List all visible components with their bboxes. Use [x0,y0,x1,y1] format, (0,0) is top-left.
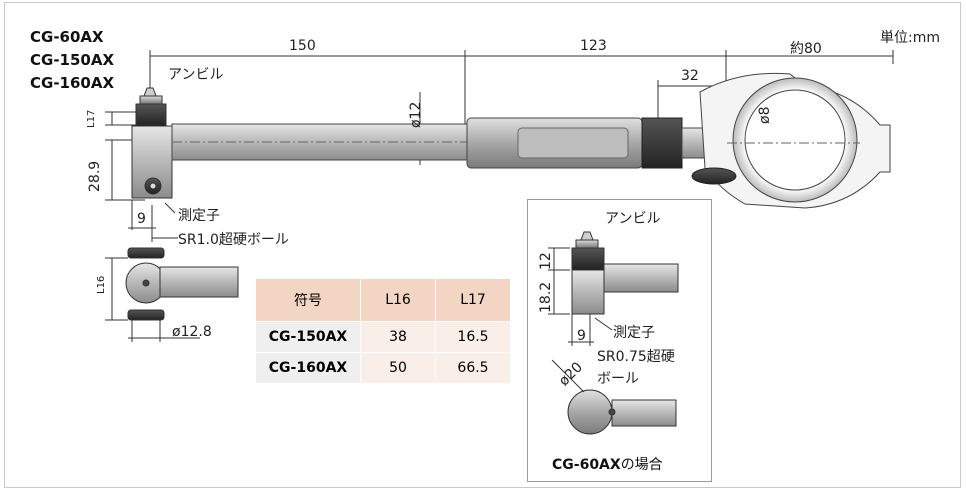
inset-caption-suffix: の場合 [620,457,663,473]
header-code: 符号 [255,278,361,322]
inset-ball-label: SR0.75超硬 [597,349,675,365]
inset-dim-18-2: 18.2 [538,281,554,313]
model-list: CG-60AX CG-150AX CG-160AX [30,26,114,95]
drawing-frame [4,2,961,488]
header-l16: L16 [360,278,436,322]
header-l17: L17 [435,278,511,322]
dim-dia-12-8: ø12.8 [172,324,212,340]
inset-anvil-label: アンビル [605,211,661,227]
model-name: CG-160AX [30,74,115,92]
dim-dia-8: ø8 [757,106,773,124]
dim-80: 約80 [790,41,822,57]
unit-label: 単位:mm [880,30,940,46]
model-name: CG-60AX [30,28,104,46]
inset-box [527,199,712,482]
ball-label: SR1.0超硬ボール [178,232,289,248]
dim-l17: L17 [86,109,97,128]
table-cell: CG-150AX [255,321,361,353]
contact-point-label: 測定子 [178,208,220,224]
inset-dim-9: 9 [577,328,586,344]
table-cell: CG-160AX [255,352,361,384]
dim-l16: L16 [96,275,107,294]
table-cell: 50 [360,352,436,384]
inset-contact-label: 測定子 [613,325,655,341]
inset-ball-label-2: ボール [597,371,639,387]
anvil-label: アンビル [168,67,224,83]
spec-table: 符号 L16 L17 CG-150AX 38 16.5 CG-160AX 50 … [255,278,511,384]
model-name: CG-150AX [30,51,115,69]
table-cell: 66.5 [435,352,511,384]
table-cell: 16.5 [435,321,511,353]
inset-caption: CG-60AXの場合 [552,454,663,474]
inset-dim-12: 12 [538,252,554,270]
table-row: CG-160AX 50 66.5 [255,352,511,384]
table-row: CG-150AX 38 16.5 [255,321,511,353]
dim-150: 150 [289,38,316,54]
dim-32: 32 [681,68,699,84]
table-cell: 38 [360,321,436,353]
dim-28-9: 28.9 [87,160,103,192]
dim-123: 123 [580,38,607,54]
dim-dia-12: ø12 [408,101,424,128]
dim-9: 9 [137,211,146,227]
inset-caption-model: CG-60AX [552,457,621,473]
